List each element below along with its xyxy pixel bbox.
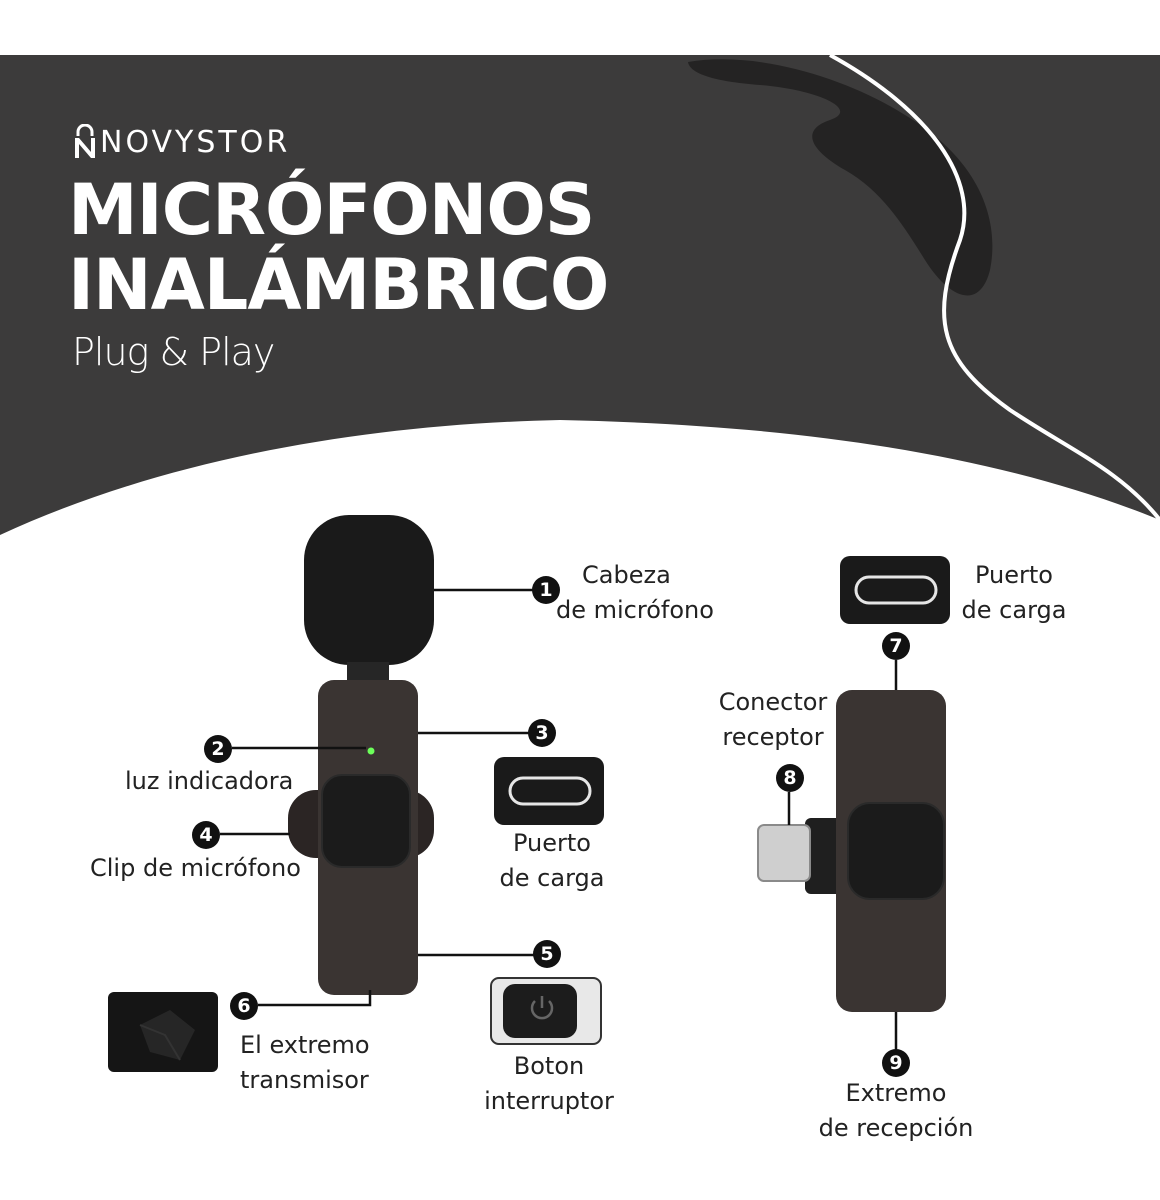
leader-lines [220,588,898,1052]
transmitter-end-image [108,992,218,1072]
callout-badge-3: 3 [528,719,556,747]
callout-label-5: Boton interruptor [484,1052,614,1115]
title-line-1: MICRÓFONOS [68,169,595,251]
transmitter-device [288,515,434,995]
subtitle: Plug & Play [72,330,275,374]
callout-badge-8: 8 [776,764,804,792]
callout-badge-9: 9 [882,1049,910,1077]
decorative-curve [829,53,1160,522]
brand-logo: NOVYSTOR [72,124,290,160]
microphone-head [304,515,434,665]
callout-label-2: luz indicadora [125,767,294,795]
callout-label-9: Extremo de recepción [818,1079,974,1142]
callout-label-7: Puerto de carga [961,561,1067,624]
callout-label-4: Clip de micrófono [90,854,301,882]
brand-name: NOVYSTOR [100,124,291,160]
usb-c-plug-icon [757,824,811,882]
title-line-2: INALÁMBRICO [68,244,609,326]
receiver-button [847,802,945,900]
usb-c-port-icon [840,556,950,624]
transmitter-button [321,774,411,868]
callout-badge-6: 6 [230,992,258,1020]
callout-badge-5: 5 [533,940,561,968]
callout-badge-7: 7 [882,632,910,660]
decorative-blob [688,59,993,296]
callout-label-6: El extremo transmisor [240,1031,370,1094]
callout-badge-2: 2 [204,735,232,763]
lock-n-icon [75,124,95,158]
indicator-light [367,747,375,755]
callout-label-8: Conector receptor [718,688,828,751]
receiver-device [757,690,946,1012]
callout-badge-4: 4 [192,821,220,849]
usb-c-port-icon [494,757,604,825]
callout-label-1: Cabeza de micrófono [556,561,714,624]
callout-label-3: Puerto de carga [499,829,605,892]
callout-badge-1: 1 [532,576,560,604]
power-button-icon [490,977,602,1045]
